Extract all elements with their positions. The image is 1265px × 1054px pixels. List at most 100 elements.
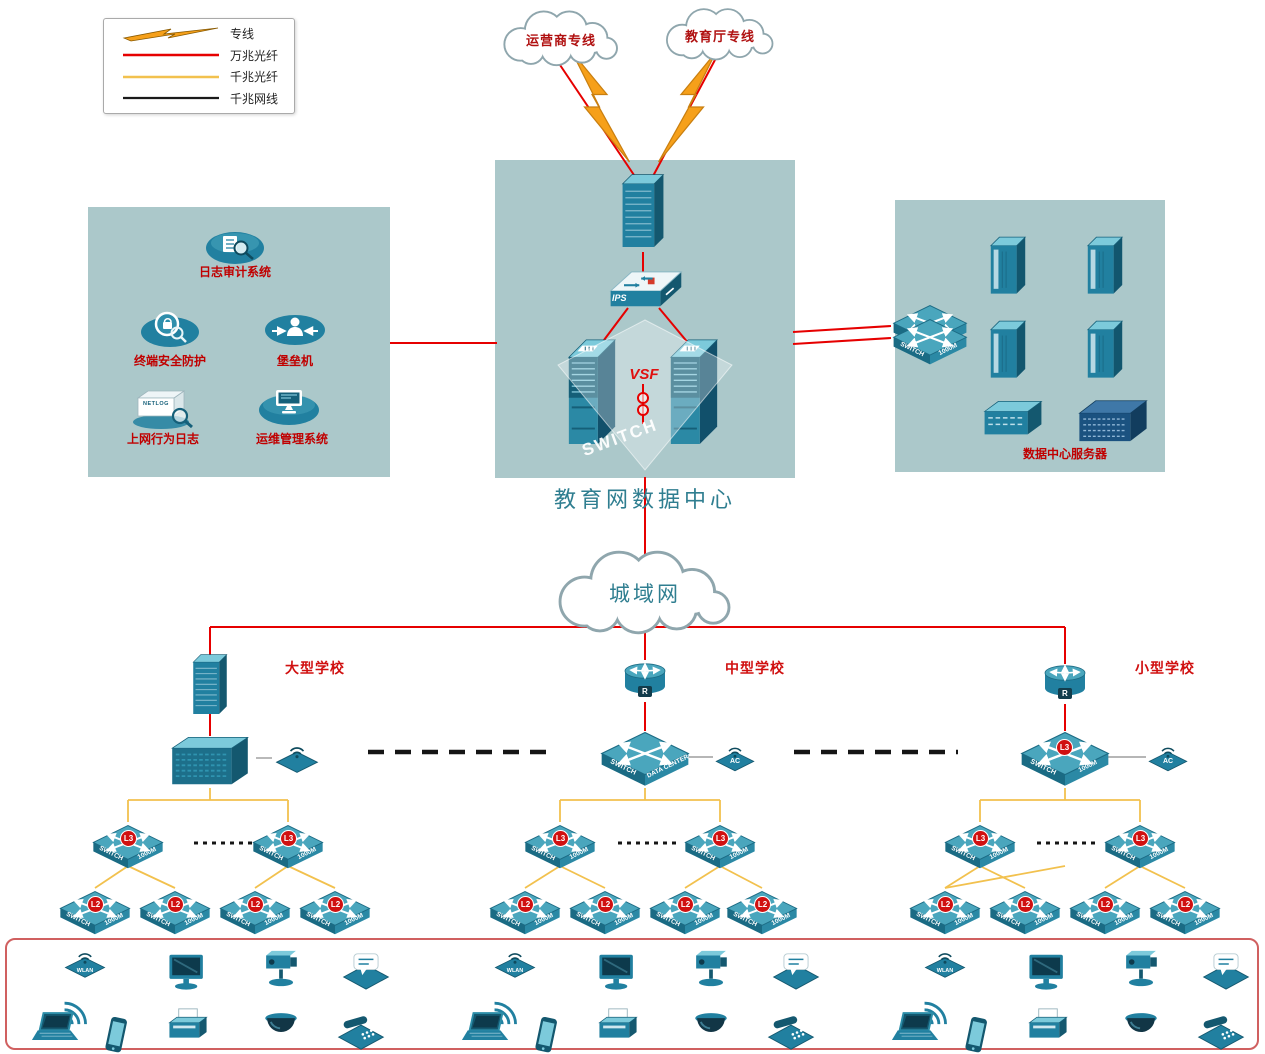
yellow-line-icon bbox=[112, 74, 230, 80]
l3-badge: L3 bbox=[120, 830, 137, 847]
education-cloud: 教育厅专线 bbox=[645, 4, 795, 64]
legend: 专线 万兆光纤 千兆光纤 千兆网线 bbox=[103, 18, 295, 114]
netlog-icon bbox=[133, 390, 193, 429]
smartphone-icon bbox=[964, 1016, 988, 1053]
smartphone-icon bbox=[534, 1016, 558, 1053]
legend-1g-cable: 千兆网线 bbox=[112, 88, 286, 109]
telephone-icon bbox=[768, 1014, 814, 1050]
telephone-icon bbox=[338, 1014, 384, 1050]
l3-badge: L3 bbox=[1056, 739, 1073, 756]
server-zone-title: 数据中心服务器 bbox=[1022, 447, 1107, 461]
l2-badge: L2 bbox=[247, 896, 264, 913]
l2-badge: L2 bbox=[87, 896, 104, 913]
l2-badge: L2 bbox=[754, 896, 771, 913]
lightning-bolt-icon bbox=[571, 51, 717, 163]
laptop-icon bbox=[890, 1012, 940, 1042]
ips-device: IPS bbox=[603, 264, 687, 316]
messaging-icon bbox=[342, 953, 390, 990]
ac-controller: AC bbox=[712, 741, 758, 775]
l2-badge: L2 bbox=[1097, 896, 1114, 913]
l3-badge: L3 bbox=[712, 830, 729, 847]
router-badge: R bbox=[638, 686, 652, 697]
carrier-cloud-label: 运营商专线 bbox=[525, 33, 596, 48]
netlog-device: NETLOG bbox=[128, 386, 198, 430]
legend-label: 专线 bbox=[230, 27, 255, 42]
wlan-ap-icon bbox=[64, 953, 106, 979]
l3-badge: L3 bbox=[972, 830, 989, 847]
l3-badge: L3 bbox=[280, 830, 297, 847]
server-icon bbox=[990, 236, 1026, 294]
desktop-monitor-icon bbox=[1028, 953, 1064, 991]
l2-badge: L2 bbox=[597, 896, 614, 913]
cctv-camera-icon bbox=[266, 950, 297, 987]
dome-camera-icon bbox=[694, 1012, 728, 1033]
core-switch-medium: SWITCH DATA CENTER bbox=[595, 724, 695, 792]
wlan-label: WLAN bbox=[936, 968, 954, 974]
datacenter-title: 教育网数据中心 bbox=[553, 487, 736, 512]
l2-badge: L2 bbox=[167, 896, 184, 913]
ips-label: IPS bbox=[612, 293, 627, 303]
l3-badge: L3 bbox=[552, 830, 569, 847]
large-school-label: 大型学校 bbox=[285, 660, 345, 676]
l3-badge: L3 bbox=[1132, 830, 1149, 847]
wlan-ap-icon bbox=[924, 953, 966, 979]
server-icon bbox=[1087, 320, 1123, 378]
behavior-log-label: 上网行为日志 bbox=[126, 432, 199, 446]
smartphone-icon bbox=[104, 1016, 128, 1053]
vsf-label: VSF bbox=[629, 366, 659, 383]
wlan-label: WLAN bbox=[76, 968, 94, 974]
terminal-protection-label: 终端安全防护 bbox=[133, 354, 206, 368]
black-line-icon bbox=[112, 95, 230, 101]
ops-management-icon bbox=[259, 390, 319, 425]
wlan-ap-device: WLAN bbox=[492, 946, 538, 984]
messaging-icon bbox=[772, 953, 820, 990]
school-firewall-icon bbox=[192, 654, 228, 714]
ac-controller: AC bbox=[1145, 741, 1191, 775]
router-badge: R bbox=[1058, 688, 1072, 699]
lightning-bolt-icon bbox=[112, 26, 230, 42]
netlog-label: NETLOG bbox=[143, 401, 169, 407]
school-router: R bbox=[621, 658, 669, 704]
telephone-icon bbox=[1198, 1014, 1244, 1050]
wlan-label: WLAN bbox=[506, 968, 524, 974]
school-router: R bbox=[1041, 660, 1089, 706]
man-cloud: 城域网 bbox=[537, 544, 753, 640]
legend-1g-fiber: 千兆光纤 bbox=[112, 66, 286, 87]
server-icon bbox=[1087, 236, 1123, 294]
school-server-icon bbox=[171, 736, 249, 786]
terminal-devices-box bbox=[5, 938, 1259, 1050]
education-cloud-label: 教育厅专线 bbox=[684, 29, 755, 44]
bastion-host-label: 堡垒机 bbox=[276, 354, 313, 368]
cctv-camera-icon bbox=[1126, 950, 1157, 987]
carrier-cloud: 运营商专线 bbox=[485, 6, 637, 70]
storage-array-icon bbox=[983, 400, 1043, 436]
printer-icon bbox=[1028, 1008, 1068, 1039]
core-switch-small: L3 SWITCH 1000M bbox=[1015, 724, 1115, 792]
serverzone-switch: SWITCH 1000M bbox=[888, 298, 972, 374]
red-line-icon bbox=[112, 52, 230, 58]
l2-badge: L2 bbox=[937, 896, 954, 913]
l2-badge: L2 bbox=[327, 896, 344, 913]
printer-icon bbox=[598, 1008, 638, 1039]
ac-label: AC bbox=[1162, 758, 1174, 765]
legend-label: 万兆光纤 bbox=[230, 48, 279, 63]
laptop-icon bbox=[30, 1012, 80, 1042]
ac-label: AC bbox=[729, 758, 741, 765]
log-audit-icon bbox=[206, 232, 264, 264]
